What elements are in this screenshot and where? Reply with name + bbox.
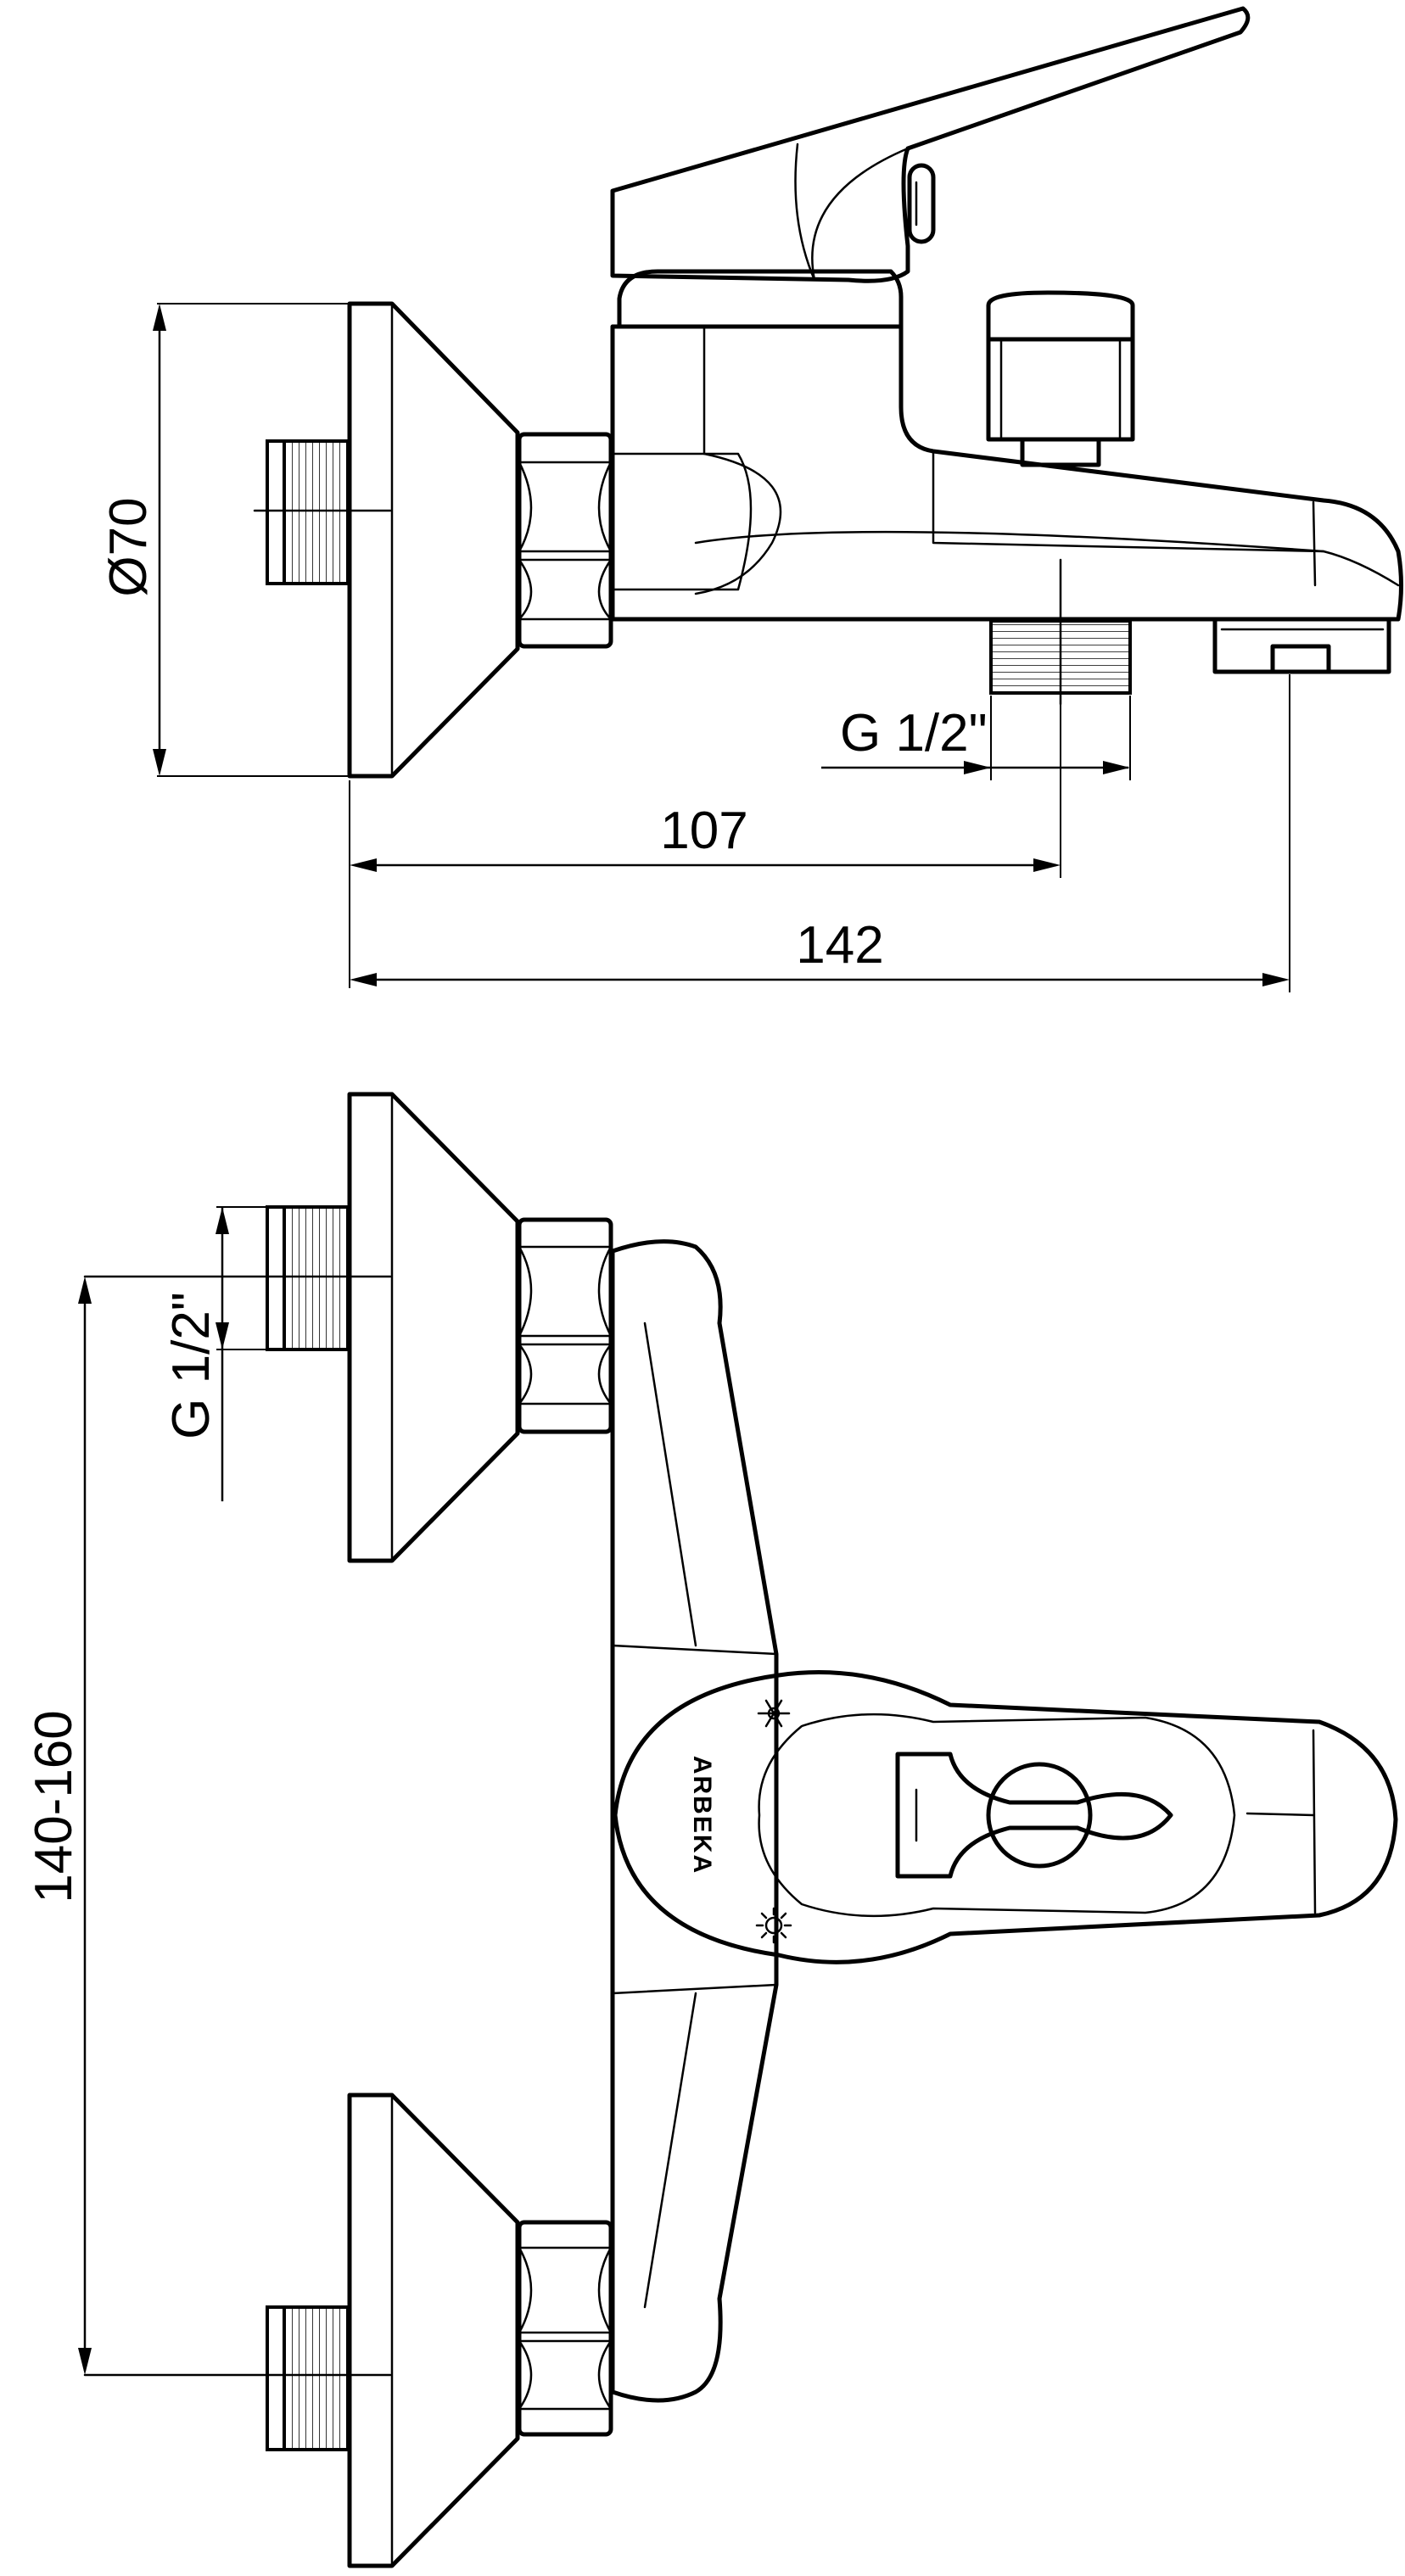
dimension-140-160: 140-160 — [25, 1277, 92, 2375]
dimension-142: 142 — [350, 674, 1290, 992]
inlet-thread-label: G 1/2" — [162, 1292, 221, 1439]
spout-aerator — [1212, 617, 1391, 674]
snowflake-icon — [757, 1699, 791, 1728]
center-distance-label: 140-160 — [25, 1710, 83, 1903]
lever-front — [613, 1670, 1398, 1964]
inlet-thread-upper — [83, 1205, 392, 1351]
diverter-knob — [986, 290, 1135, 467]
dimension-diameter: Ø70 — [99, 303, 350, 777]
dimension-inlet-thread: G 1/2" — [162, 1206, 267, 1501]
outlet-thread — [989, 558, 1132, 706]
lever-handle-side — [610, 6, 1251, 329]
outlet-thread-label: G 1/2" — [840, 704, 988, 763]
diameter-label: Ø70 — [99, 497, 158, 596]
mixer-body-front — [610, 1239, 779, 2403]
hex-nut-upper — [517, 1217, 613, 1434]
side-view — [253, 6, 1403, 779]
dimension-outlet-thread: G 1/2" — [821, 696, 1131, 780]
hex-nut-top — [517, 432, 613, 649]
wall-flange-upper — [347, 1092, 520, 1563]
sun-icon — [755, 1907, 792, 1944]
mixer-body-side — [610, 324, 1403, 622]
hex-nut-lower — [517, 2220, 613, 2437]
wall-flange-lower — [347, 2093, 520, 2568]
inlet-thread-lower — [83, 2305, 392, 2451]
front-view: ARBEKA — [83, 1092, 1398, 2568]
brand-logo: ARBEKA — [688, 1756, 716, 1875]
dimension-107: 107 — [349, 704, 1061, 988]
length-107-label: 107 — [660, 802, 747, 860]
length-142-label: 142 — [796, 916, 883, 975]
wall-flange-top — [347, 301, 520, 779]
inlet-thread-top — [253, 439, 392, 585]
